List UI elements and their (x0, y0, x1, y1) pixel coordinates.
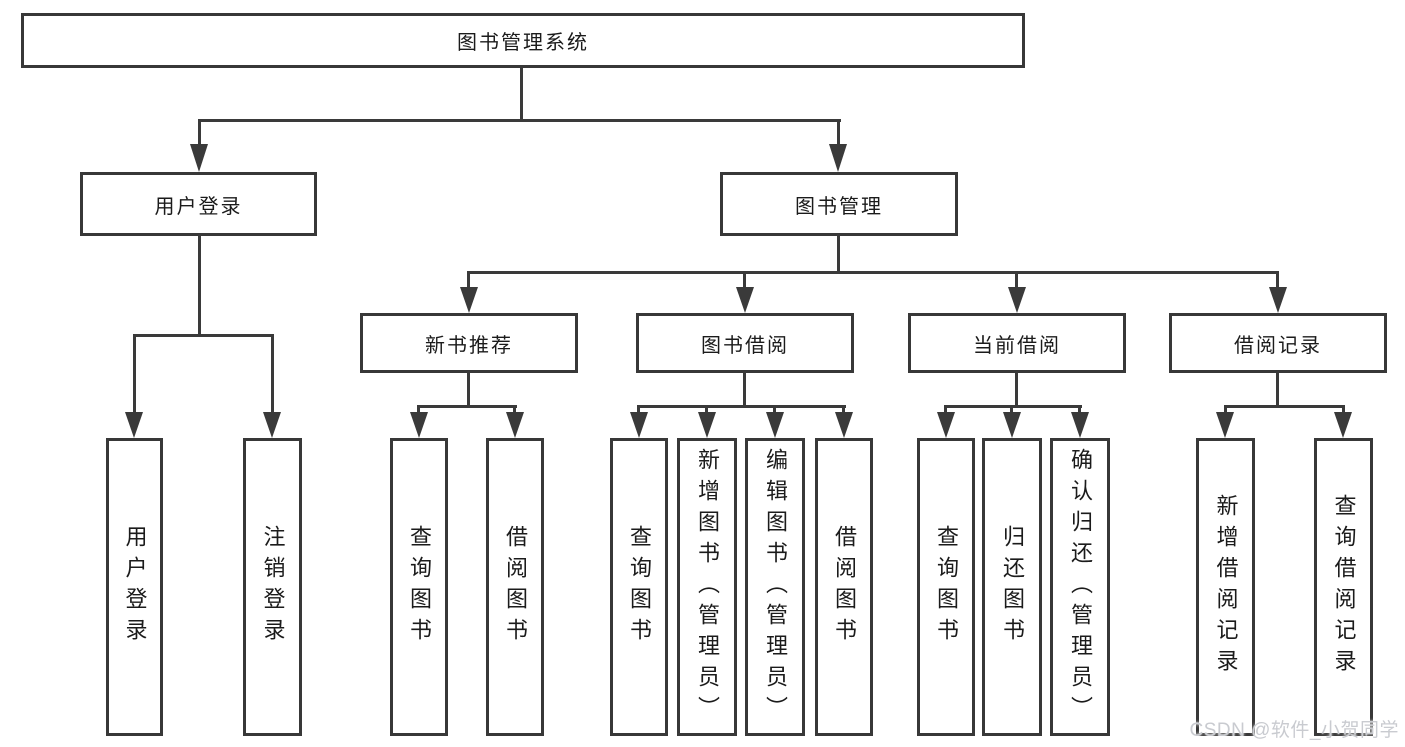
connector-vline (1276, 371, 1279, 407)
arrow-down-icon (937, 412, 955, 438)
leaf-borrow-books-recommend: 借阅图书 (486, 438, 544, 736)
node-new-book-recommend: 新书推荐 (360, 313, 578, 373)
node-book-borrow: 图书借阅 (636, 313, 854, 373)
leaf-borrow-books-recommend-label: 借阅图书 (503, 525, 528, 649)
leaf-add-books-admin-label: 新增图书（管理员） (695, 447, 720, 727)
leaf-query-books-borrow: 查询图书 (610, 438, 668, 736)
leaf-edit-books-admin: 编辑图书（管理员） (745, 438, 805, 736)
arrow-down-icon (1269, 287, 1287, 313)
connector-vline (417, 405, 420, 414)
leaf-add-books-admin: 新增图书（管理员） (677, 438, 737, 736)
node-new-book-recommend-label: 新书推荐 (425, 334, 513, 357)
watermark-text: CSDN @软件_小贺同学 (1189, 720, 1399, 741)
node-book-borrow-label: 图书借阅 (701, 334, 789, 357)
node-root: 图书管理系统 (21, 13, 1025, 68)
connector-vline (1342, 405, 1345, 414)
node-book-management: 图书管理 (720, 172, 958, 236)
leaf-query-books-recommend: 查询图书 (390, 438, 448, 736)
connector-hline (944, 405, 1082, 408)
node-root-label: 图书管理系统 (457, 32, 589, 54)
arrow-down-icon (1334, 412, 1352, 438)
leaf-query-books-current: 查询图书 (917, 438, 975, 736)
connector-hline (417, 405, 517, 408)
node-user-login-label: 用户登录 (154, 195, 243, 218)
arrow-down-icon (410, 412, 428, 438)
connector-vline (1010, 405, 1013, 414)
leaf-user-login-label: 用户登录 (122, 525, 148, 649)
connector-hline (467, 271, 1279, 274)
leaf-borrow-books-borrow-label: 借阅图书 (832, 525, 857, 649)
arrow-down-icon (125, 412, 143, 438)
leaf-logout: 注销登录 (243, 438, 302, 736)
node-current-borrow: 当前借阅 (908, 313, 1126, 373)
connector-vline (1224, 405, 1227, 414)
connector-hline (637, 405, 846, 408)
connector-vline (271, 334, 274, 414)
connector-vline (637, 405, 640, 414)
connector-vline (198, 234, 201, 336)
leaf-borrow-books-borrow: 借阅图书 (815, 438, 873, 736)
node-book-management-label: 图书管理 (795, 195, 883, 218)
arrow-down-icon (766, 412, 784, 438)
connector-vline (467, 371, 470, 407)
arrow-down-icon (829, 144, 847, 172)
connector-vline (705, 405, 708, 414)
leaf-confirm-return-admin-label: 确认归还（管理员） (1068, 447, 1093, 727)
leaf-edit-books-admin-label: 编辑图书（管理员） (763, 447, 788, 727)
arrow-down-icon (630, 412, 648, 438)
leaf-return-books: 归还图书 (982, 438, 1042, 736)
connector-vline (743, 371, 746, 407)
connector-vline (837, 119, 840, 147)
arrow-down-icon (1071, 412, 1089, 438)
connector-vline (198, 119, 201, 147)
arrow-down-icon (1008, 287, 1026, 313)
connector-hline (133, 334, 274, 337)
arrow-down-icon (460, 287, 478, 313)
connector-vline (133, 334, 136, 414)
leaf-add-borrow-record: 新增借阅记录 (1196, 438, 1255, 736)
leaf-user-login: 用户登录 (106, 438, 163, 736)
leaf-query-borrow-record-label: 查询借阅记录 (1331, 494, 1357, 680)
connector-hline (198, 119, 841, 122)
arrow-down-icon (698, 412, 716, 438)
arrow-down-icon (835, 412, 853, 438)
leaf-query-books-recommend-label: 查询图书 (407, 525, 432, 649)
arrow-down-icon (263, 412, 281, 438)
connector-vline (1276, 271, 1279, 289)
node-current-borrow-label: 当前借阅 (973, 334, 1061, 357)
connector-vline (467, 271, 470, 289)
leaf-return-books-label: 归还图书 (1000, 525, 1025, 649)
connector-vline (1015, 271, 1018, 289)
connector-vline (944, 405, 947, 414)
leaf-confirm-return-admin: 确认归还（管理员） (1050, 438, 1110, 736)
node-borrow-records-label: 借阅记录 (1234, 334, 1322, 357)
arrow-down-icon (1216, 412, 1234, 438)
connector-vline (1015, 371, 1018, 407)
node-user-login: 用户登录 (80, 172, 317, 236)
leaf-query-borrow-record: 查询借阅记录 (1314, 438, 1373, 736)
connector-vline (1078, 405, 1081, 414)
arrow-down-icon (736, 287, 754, 313)
arrow-down-icon (1003, 412, 1021, 438)
connector-vline (743, 271, 746, 289)
connector-vline (520, 68, 523, 121)
arrow-down-icon (506, 412, 524, 438)
connector-vline (513, 405, 516, 414)
node-borrow-records: 借阅记录 (1169, 313, 1387, 373)
connector-hline (1224, 405, 1345, 408)
leaf-add-borrow-record-label: 新增借阅记录 (1213, 494, 1239, 680)
connector-vline (842, 405, 845, 414)
connector-vline (837, 234, 840, 274)
leaf-logout-label: 注销登录 (260, 525, 286, 649)
arrow-down-icon (190, 144, 208, 172)
leaf-query-books-borrow-label: 查询图书 (627, 525, 652, 649)
leaf-query-books-current-label: 查询图书 (934, 525, 959, 649)
connector-vline (773, 405, 776, 414)
